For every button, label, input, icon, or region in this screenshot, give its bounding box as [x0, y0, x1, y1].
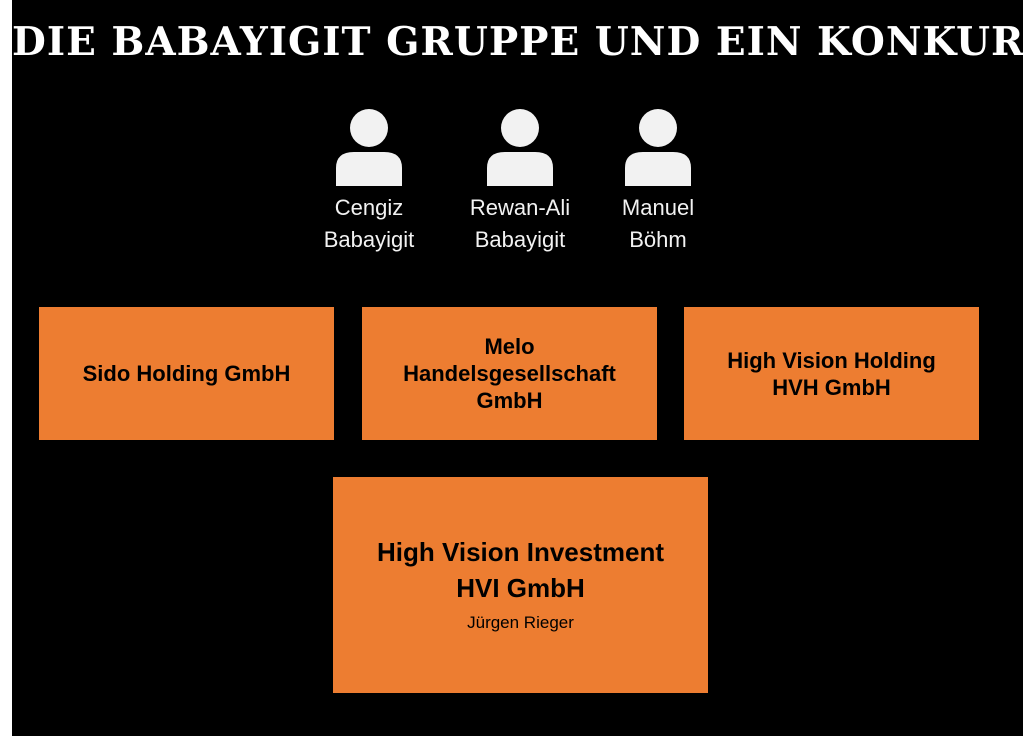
- person-last-name: Babayigit: [474, 227, 566, 252]
- company-name: Sido Holding GmbH: [82, 361, 291, 386]
- person-cengiz-babayigit: Cengiz Babayigit: [299, 108, 439, 256]
- company-name-line-3: GmbH: [476, 388, 543, 413]
- person-icon: [336, 109, 402, 186]
- company-name-line-1: High Vision Holding: [727, 347, 936, 373]
- company-box-melo-handelsgesellschaft: Melo Handelsgesellschaft GmbH: [362, 307, 657, 440]
- person-last-name: Babayigit: [323, 227, 415, 252]
- person-name: Manuel Böhm: [588, 192, 728, 256]
- person-name: Cengiz Babayigit: [299, 192, 439, 256]
- person-first-name: Cengiz: [334, 195, 404, 220]
- company-box-high-vision-holding: High Vision Holding HVH GmbH: [684, 307, 979, 440]
- company-box-sido-holding: Sido Holding GmbH: [39, 307, 334, 440]
- company-name-line-1: Melo: [484, 334, 535, 359]
- person-rewan-ali-babayigit: Rewan-Ali Babayigit: [450, 108, 590, 256]
- company-name-line-2: HVH GmbH: [772, 374, 891, 400]
- person-icon: [625, 109, 691, 186]
- page-title: DIE BABAYIGIT GRUPPE UND EIN KONKURS: [12, 19, 1023, 65]
- company-name-line-1: High Vision Investment: [376, 537, 664, 567]
- company-name-line-2: Handelsgesellschaft: [403, 361, 616, 386]
- company-name-line-2: HVI GmbH: [456, 573, 585, 603]
- person-last-name: Böhm: [629, 227, 687, 252]
- person-icon: [487, 109, 553, 186]
- company-box-high-vision-investment: High Vision Investment HVI GmbH Jürgen R…: [333, 477, 708, 693]
- person-name: Rewan-Ali Babayigit: [450, 192, 590, 256]
- person-manuel-boehm: Manuel Böhm: [588, 108, 728, 256]
- company-person-name: Jürgen Rieger: [467, 613, 574, 632]
- person-first-name: Manuel: [621, 195, 695, 220]
- person-first-name: Rewan-Ali: [469, 195, 571, 220]
- diagram-canvas: DIE BABAYIGIT GRUPPE UND EIN KONKURS Cen…: [12, 0, 1023, 736]
